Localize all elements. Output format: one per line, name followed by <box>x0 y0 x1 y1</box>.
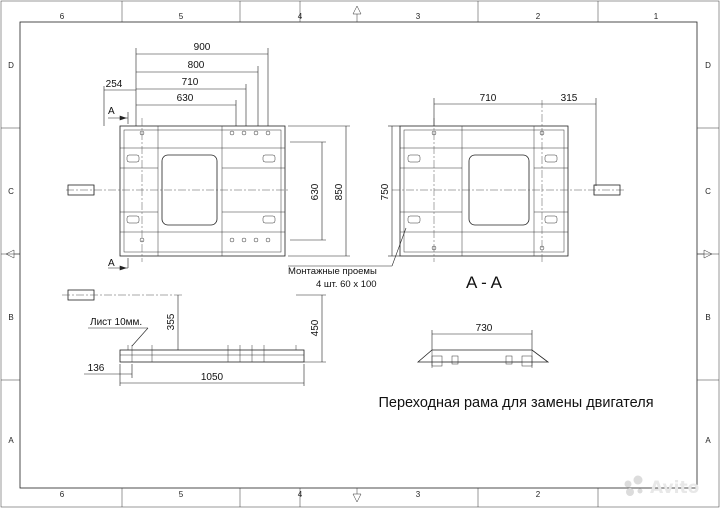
mounting-slot <box>407 215 421 224</box>
mounting-slot <box>544 215 558 224</box>
section-title: A - A <box>466 273 503 292</box>
side-view-plate <box>119 349 305 363</box>
section-view-inner-frame <box>403 129 565 253</box>
side-view-sheet-label: Лист 10мм. <box>90 317 142 328</box>
col-label-4-bottom: 4 <box>298 490 303 499</box>
mounting-slot <box>262 215 276 224</box>
end-view <box>416 349 550 368</box>
col-label-3-bottom: 3 <box>416 490 421 499</box>
avito-logo-watermark: Avito <box>624 475 699 498</box>
section-view-dimension-lines <box>388 98 597 257</box>
row-label-a-right: A <box>705 436 711 445</box>
section-view <box>392 100 624 262</box>
dim-355-vertical: 355 <box>166 313 177 330</box>
row-label-d-left: D <box>8 61 14 70</box>
top-view <box>66 118 290 262</box>
top-view-inner-frame <box>123 129 282 253</box>
dim-710-section: 710 <box>480 93 497 104</box>
dim-254: 254 <box>106 79 123 90</box>
watermark-text: Avito <box>650 478 699 498</box>
col-label-3-top: 3 <box>416 12 421 21</box>
col-label-6-bottom: 6 <box>60 490 65 499</box>
mounting-slot <box>544 154 558 163</box>
section-cut-marks <box>108 112 129 271</box>
dim-1050: 1050 <box>201 372 224 383</box>
col-label-1-top: 1 <box>654 12 659 21</box>
row-label-c-right: C <box>705 187 711 196</box>
row-label-d-right: D <box>705 61 711 70</box>
dim-710: 710 <box>182 77 199 88</box>
openings-note-line1: Монтажные проемы <box>288 266 377 277</box>
mounting-holes <box>139 130 271 243</box>
col-label-5-top: 5 <box>179 12 184 21</box>
row-label-c-left: C <box>8 187 14 196</box>
section-view-frame <box>399 125 569 257</box>
center-marks <box>5 5 713 503</box>
row-label-b-left: B <box>8 313 13 322</box>
section-label-top: A <box>108 106 115 117</box>
mounting-slot <box>126 215 140 224</box>
col-label-5-bottom: 5 <box>179 490 184 499</box>
top-view-dimension-lines <box>103 48 350 257</box>
mounting-slot <box>262 154 276 163</box>
col-label-2-bottom: 2 <box>536 490 541 499</box>
col-label-2-top: 2 <box>536 12 541 21</box>
col-label-6-top: 6 <box>60 12 65 21</box>
col-label-4-top: 4 <box>298 12 303 21</box>
mounting-slot <box>126 154 140 163</box>
dim-750-vertical: 750 <box>380 183 391 200</box>
dim-850-vertical: 850 <box>334 183 345 200</box>
dim-450-vertical: 450 <box>310 319 321 336</box>
dim-630: 630 <box>177 93 194 104</box>
section-label-bottom: A <box>108 258 115 269</box>
row-label-a-left: A <box>8 436 14 445</box>
top-view-frame <box>119 125 286 257</box>
dim-730: 730 <box>476 323 493 334</box>
dim-136: 136 <box>88 363 105 374</box>
dim-900: 900 <box>194 42 211 53</box>
dim-630-vertical: 630 <box>310 183 321 200</box>
row-label-b-right: B <box>705 313 710 322</box>
dim-315-section: 315 <box>561 93 578 104</box>
openings-leader <box>288 227 407 267</box>
end-view-dimension-lines <box>431 330 533 350</box>
side-view <box>62 289 305 363</box>
openings-note-line2: 4 шт. 60 x 100 <box>316 279 377 290</box>
mounting-slot <box>407 154 421 163</box>
drawing-title: Переходная рама для замены двигателя <box>378 395 653 411</box>
side-view-dimension-lines <box>84 294 326 386</box>
dim-800: 800 <box>188 60 205 71</box>
sheet-inner-frame <box>19 21 698 489</box>
